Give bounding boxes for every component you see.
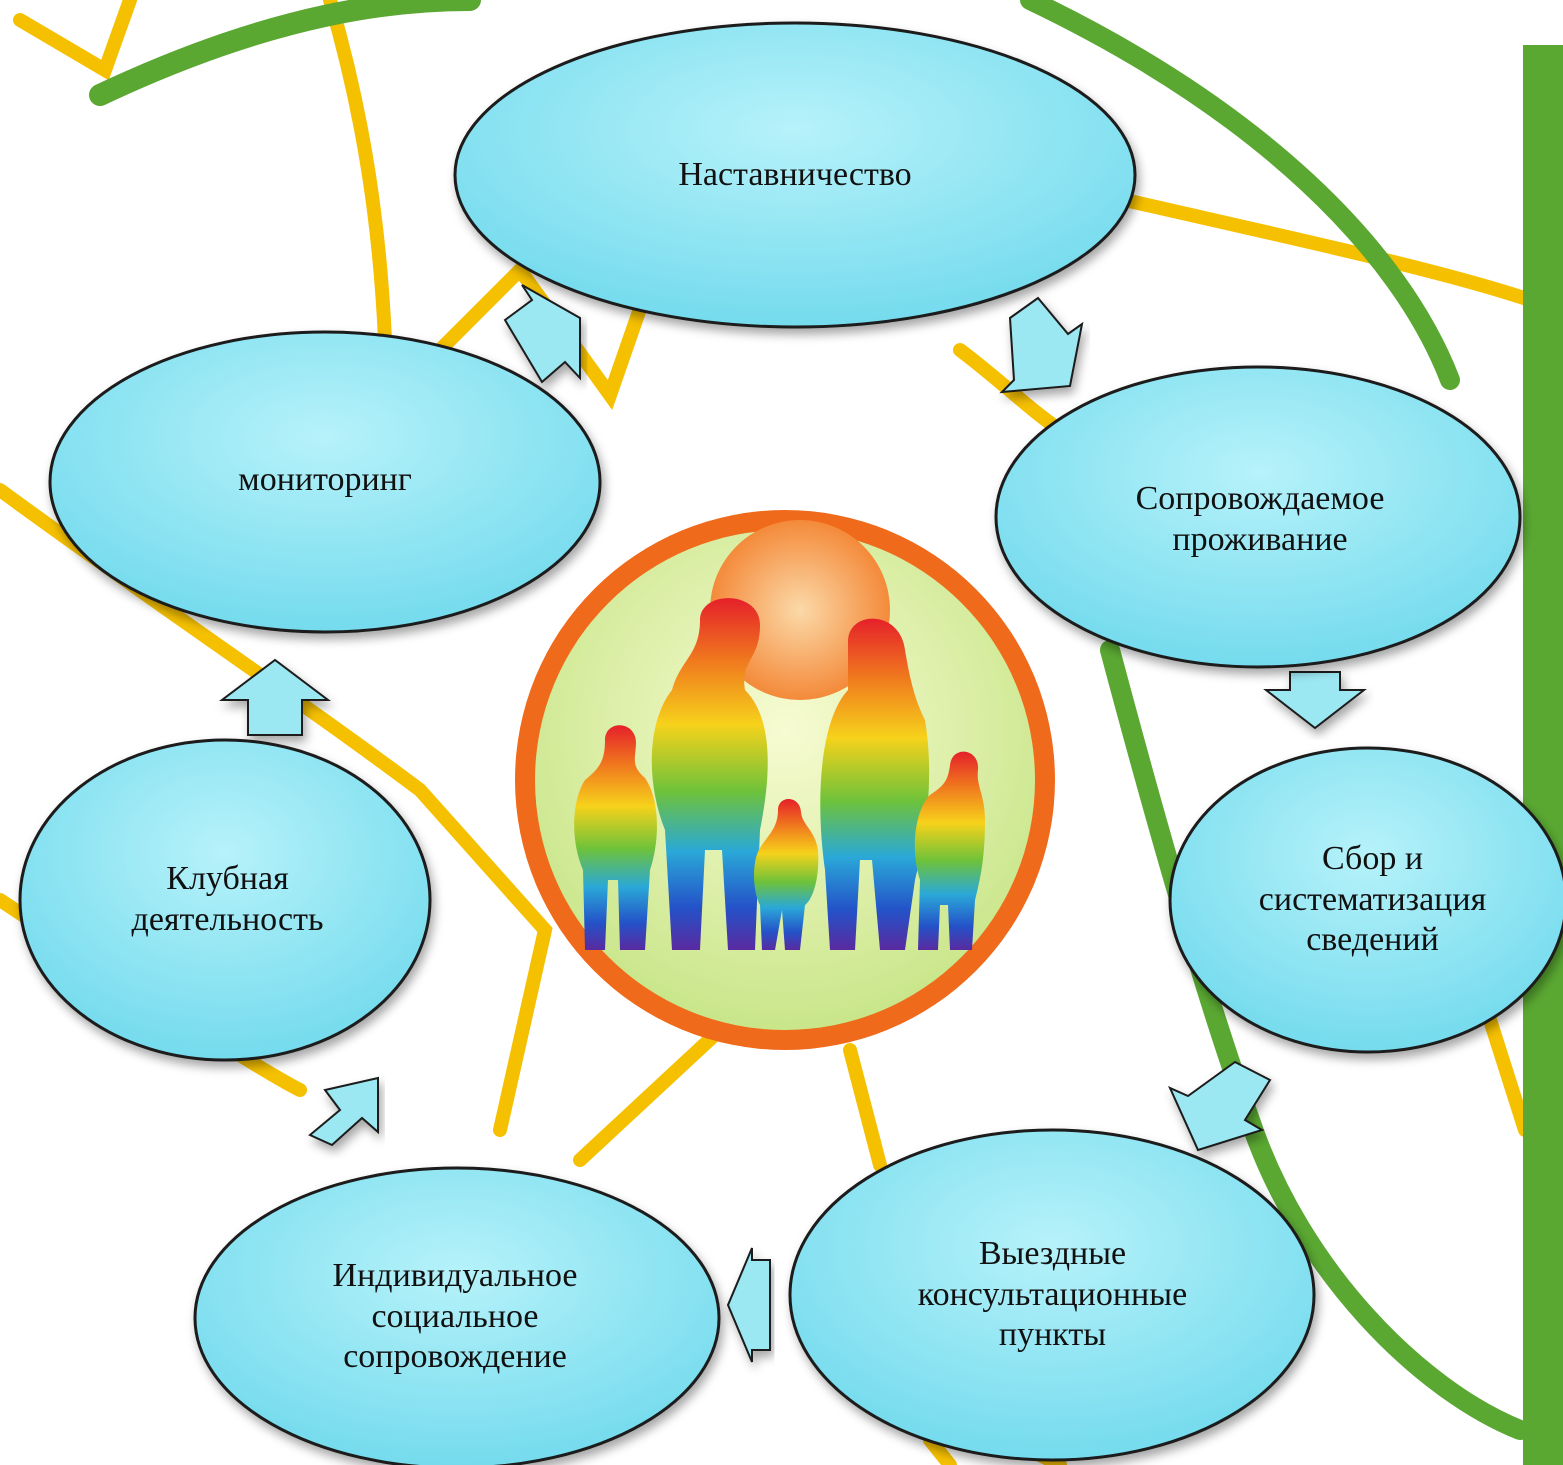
arrow-data-collection-to-field-consultations (1168, 1060, 1272, 1152)
yellow-line (13, 0, 137, 81)
node-supported-living (994, 365, 1522, 669)
arrow-mentoring-to-supported-living (999, 296, 1084, 394)
yellow-line (573, 1023, 727, 1167)
node-data-collection (1168, 746, 1563, 1054)
yellow-line (323, 0, 392, 347)
node-individual-support (193, 1166, 721, 1465)
yellow-line (0, 483, 553, 1137)
green-arc (89, 0, 481, 106)
yellow-line (953, 343, 1067, 437)
node-field-consultations (788, 1128, 1316, 1462)
green-arc (1020, 0, 1460, 390)
green-side-bar (1523, 45, 1563, 1465)
cycle-arrows (219, 284, 1367, 1363)
arrow-field-consultations-to-individual-support (726, 1247, 771, 1363)
yellow-line (1483, 1013, 1532, 1137)
node-mentoring (453, 21, 1137, 329)
arrow-monitoring-to-mentoring (503, 284, 581, 384)
green-arc (1100, 640, 1530, 1440)
arrow-individual-support-to-club-activity (308, 1076, 379, 1147)
arrow-supported-living-to-data-collection (1263, 671, 1367, 730)
family-silhouette-rainbow-icon (515, 510, 1055, 1050)
node-monitoring (48, 330, 602, 634)
yellow-line (1118, 193, 1537, 307)
node-club-activity (18, 738, 432, 1062)
cycle-nodes (18, 21, 1563, 1465)
arrow-club-activity-to-monitoring (219, 658, 331, 736)
yellow-line (843, 1043, 887, 1172)
